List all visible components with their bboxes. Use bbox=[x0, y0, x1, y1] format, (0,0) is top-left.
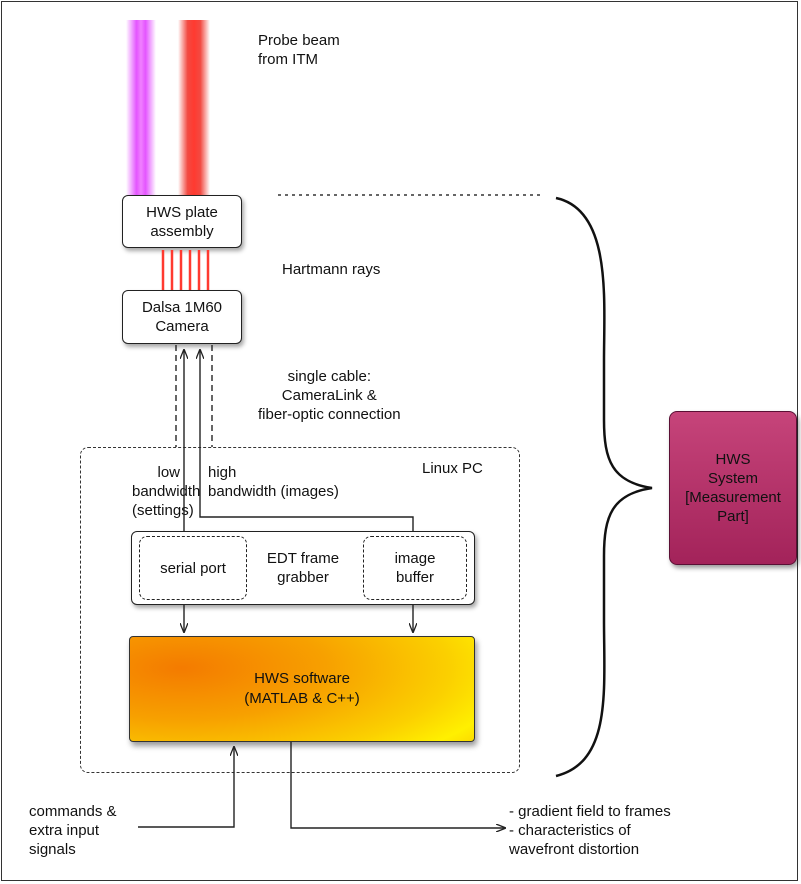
outputs-label: - gradient field to frames - characteris… bbox=[509, 803, 671, 858]
hartmann-rays-label: Hartmann rays bbox=[282, 261, 381, 278]
single-cable-label: single cable: CameraLink & fiber-optic c… bbox=[258, 368, 401, 423]
probe-beam-red bbox=[178, 20, 210, 196]
probe-beam-label: Probe beam from ITM bbox=[258, 32, 340, 68]
hws-system-box: HWS System [Measurement Part] bbox=[669, 411, 797, 565]
hws-software-box: HWS software (MATLAB & C++) bbox=[129, 636, 475, 742]
dalsa-camera-box: Dalsa 1M60 Camera bbox=[122, 290, 242, 344]
single-cable-outline bbox=[175, 345, 213, 447]
serial-port-box: serial port bbox=[139, 536, 247, 600]
linux-pc-label: Linux PC bbox=[422, 460, 483, 477]
edt-frame-grabber-label: EDT frame grabber bbox=[266, 550, 340, 586]
hws-software-label: HWS software (MATLAB & C++) bbox=[244, 670, 360, 707]
hws-plate-assembly-box: HWS plate assembly bbox=[122, 195, 242, 248]
hws-system-label: HWS System [Measurement Part] bbox=[685, 451, 781, 525]
measurement-brace bbox=[555, 196, 653, 778]
high-bandwidth-arrow bbox=[200, 350, 414, 531]
commands-input-arrow bbox=[138, 747, 234, 828]
probe-beam-magenta bbox=[126, 20, 156, 196]
commands-label: commands & extra input signals bbox=[29, 803, 117, 858]
output-arrow bbox=[290, 742, 505, 828]
high-bandwidth-label: high bandwidth (images) bbox=[208, 464, 339, 500]
linux-pc-region bbox=[80, 447, 520, 773]
image-buffer-box: image buffer bbox=[363, 536, 467, 600]
